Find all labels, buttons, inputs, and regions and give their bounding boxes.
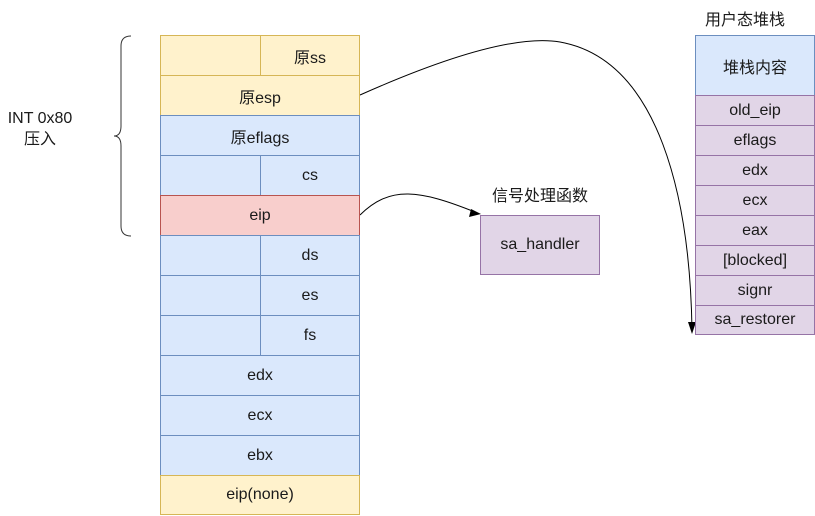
esp-to-user-stack-arrow: [359, 40, 693, 331]
ebx-cell: ebx: [160, 435, 360, 476]
user-stack-row: old_eip: [695, 95, 815, 126]
user-stack-title: 用户态堆栈: [704, 12, 785, 29]
brace-label: INT 0x80 压入: [0, 108, 80, 150]
ds-empty-cell: [160, 235, 261, 276]
ds-cell: ds: [260, 235, 360, 276]
user-stack-row: ecx: [695, 185, 815, 216]
ss-cell: 原ss: [260, 35, 360, 76]
user-stack-row: sa_restorer: [695, 305, 815, 335]
user-stack-header: 堆栈内容: [695, 35, 815, 96]
esp-arrowhead: [688, 322, 696, 334]
cs-empty-cell: [160, 155, 261, 196]
edx-cell: edx: [160, 355, 360, 396]
user-stack-row: eflags: [695, 125, 815, 156]
eip-to-handler-arrow: [359, 193, 476, 216]
int80-brace: [113, 35, 132, 237]
brace-label-line2: 压入: [23, 131, 56, 148]
brace-label-line1: INT 0x80: [7, 110, 73, 127]
es-empty-cell: [160, 275, 261, 316]
eip-cell: eip: [160, 195, 360, 236]
eflags-cell: 原eflags: [160, 115, 360, 156]
es-cell: es: [260, 275, 360, 316]
handler-title: 信号处理函数: [491, 188, 588, 205]
ss-empty-cell: [160, 35, 261, 76]
fs-cell: fs: [260, 315, 360, 356]
user-stack-row: [blocked]: [695, 245, 815, 276]
eip-arrowhead: [469, 209, 481, 217]
user-stack-row: eax: [695, 215, 815, 246]
user-stack-row: edx: [695, 155, 815, 186]
fs-empty-cell: [160, 315, 261, 356]
esp-cell: 原esp: [160, 75, 360, 116]
eip-none-cell: eip(none): [160, 475, 360, 515]
user-stack-row: signr: [695, 275, 815, 306]
ecx-cell: ecx: [160, 395, 360, 436]
sa-handler-box: sa_handler: [480, 215, 600, 275]
cs-cell: cs: [260, 155, 360, 196]
